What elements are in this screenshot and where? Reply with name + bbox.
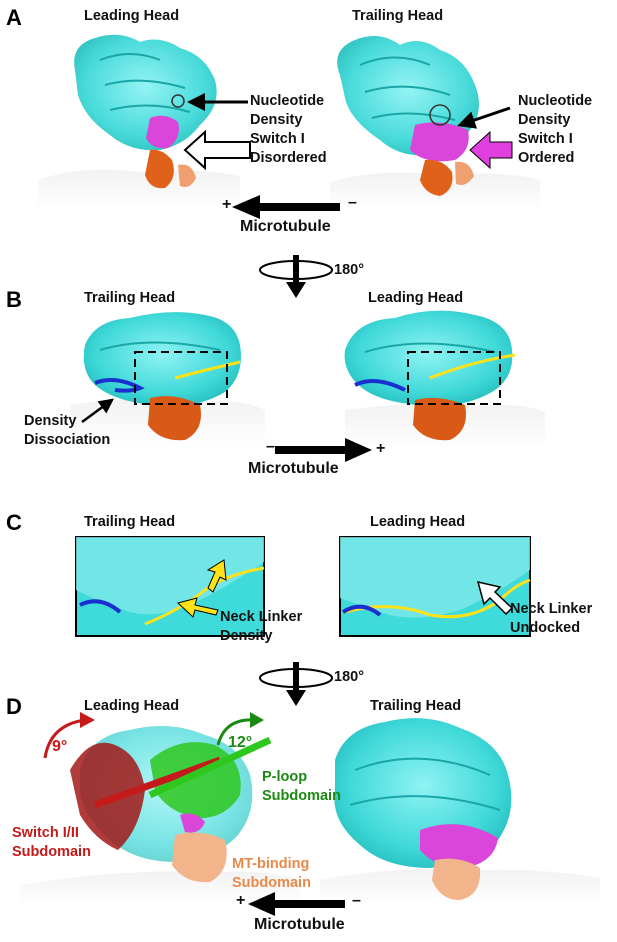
panel-d-label: D [6,694,22,719]
panel-c-left-annotation: Neck Linker Density [220,609,303,644]
mt-binding-subdomain-label: MT-binding Subdomain [232,856,311,891]
panel-a-right-title: Trailing Head [352,8,444,24]
trailing-head-density-b [83,312,241,407]
mt-binding-region [145,149,174,189]
panel-a-left-annotation: Nucleotide Density Switch I Disordered [250,93,327,166]
panel-c-right-annotation: Neck Linker Undocked [510,601,593,636]
panel-a-plus: + [222,196,232,213]
zoom-box-right [407,351,501,405]
angle-red-label: 9° [52,738,68,755]
leading-head-density-b [344,310,513,407]
panel-b-plus: + [376,440,386,457]
rotation-icon-1 [259,255,333,298]
nucleotide-mesh [171,94,185,108]
microtubule-arrow-b [275,438,372,462]
panel-d-left-title: Leading Head [84,698,180,714]
panel-d-minus: – [352,892,361,909]
panel-c-right-title: Leading Head [370,514,466,530]
neck-linker-arrow-2 [176,597,219,618]
leading-head-density [74,34,217,151]
ploop-subdomain-label: P-loop Subdomain [262,769,341,804]
microtubule-arrow-a [232,195,340,219]
rotation-arrow-red [43,718,86,759]
zoom-box-left [134,351,228,405]
rotation-2-label: 180° [334,669,364,685]
panel-a-graphics [38,34,540,219]
panel-c-label: C [6,510,22,535]
panel-b-left-title: Trailing Head [84,290,176,306]
panel-b-microtubule-label: Microtubule [248,460,339,477]
panel-b-minus: – [266,438,275,455]
panel-d-plus: + [236,892,246,909]
neck-linker-arrow-1 [206,559,227,593]
microtubule-density [38,169,240,210]
switch-i-ordered-arrow [469,130,513,170]
neck-linker-undocked-arrow [476,580,514,616]
panel-b-left-annotation: Density Dissociation [24,413,111,448]
panel-c-graphics [75,536,531,637]
microtubule-arrow-d [248,892,345,916]
rotation-icon-2 [259,662,333,706]
panel-d-graphics [20,712,600,916]
switch-subdomain-label: Switch I/II Subdomain [12,825,91,860]
panel-b-label: B [6,287,22,312]
panel-a-minus: – [348,194,357,211]
panel-a-label: A [6,5,22,30]
panel-b-right-title: Leading Head [368,290,464,306]
panel-c-left-title: Trailing Head [84,514,176,530]
panel-a-microtubule-label: Microtubule [240,218,331,235]
switch-subdomain [70,742,145,850]
nucleotide-mesh-ordered [429,104,451,126]
switch-i-disordered-arrow [183,129,251,171]
panel-a-left-title: Leading Head [84,8,180,24]
panel-a-right-annotation: Nucleotide Density Switch I Ordered [518,93,593,166]
switch-i-region [146,115,179,149]
panel-d-microtubule-label: Microtubule [254,916,345,933]
panel-d-right-title: Trailing Head [370,698,462,714]
angle-green-label: 12° [228,734,253,751]
rotation-1-label: 180° [334,262,364,278]
panel-b-graphics [70,310,545,462]
